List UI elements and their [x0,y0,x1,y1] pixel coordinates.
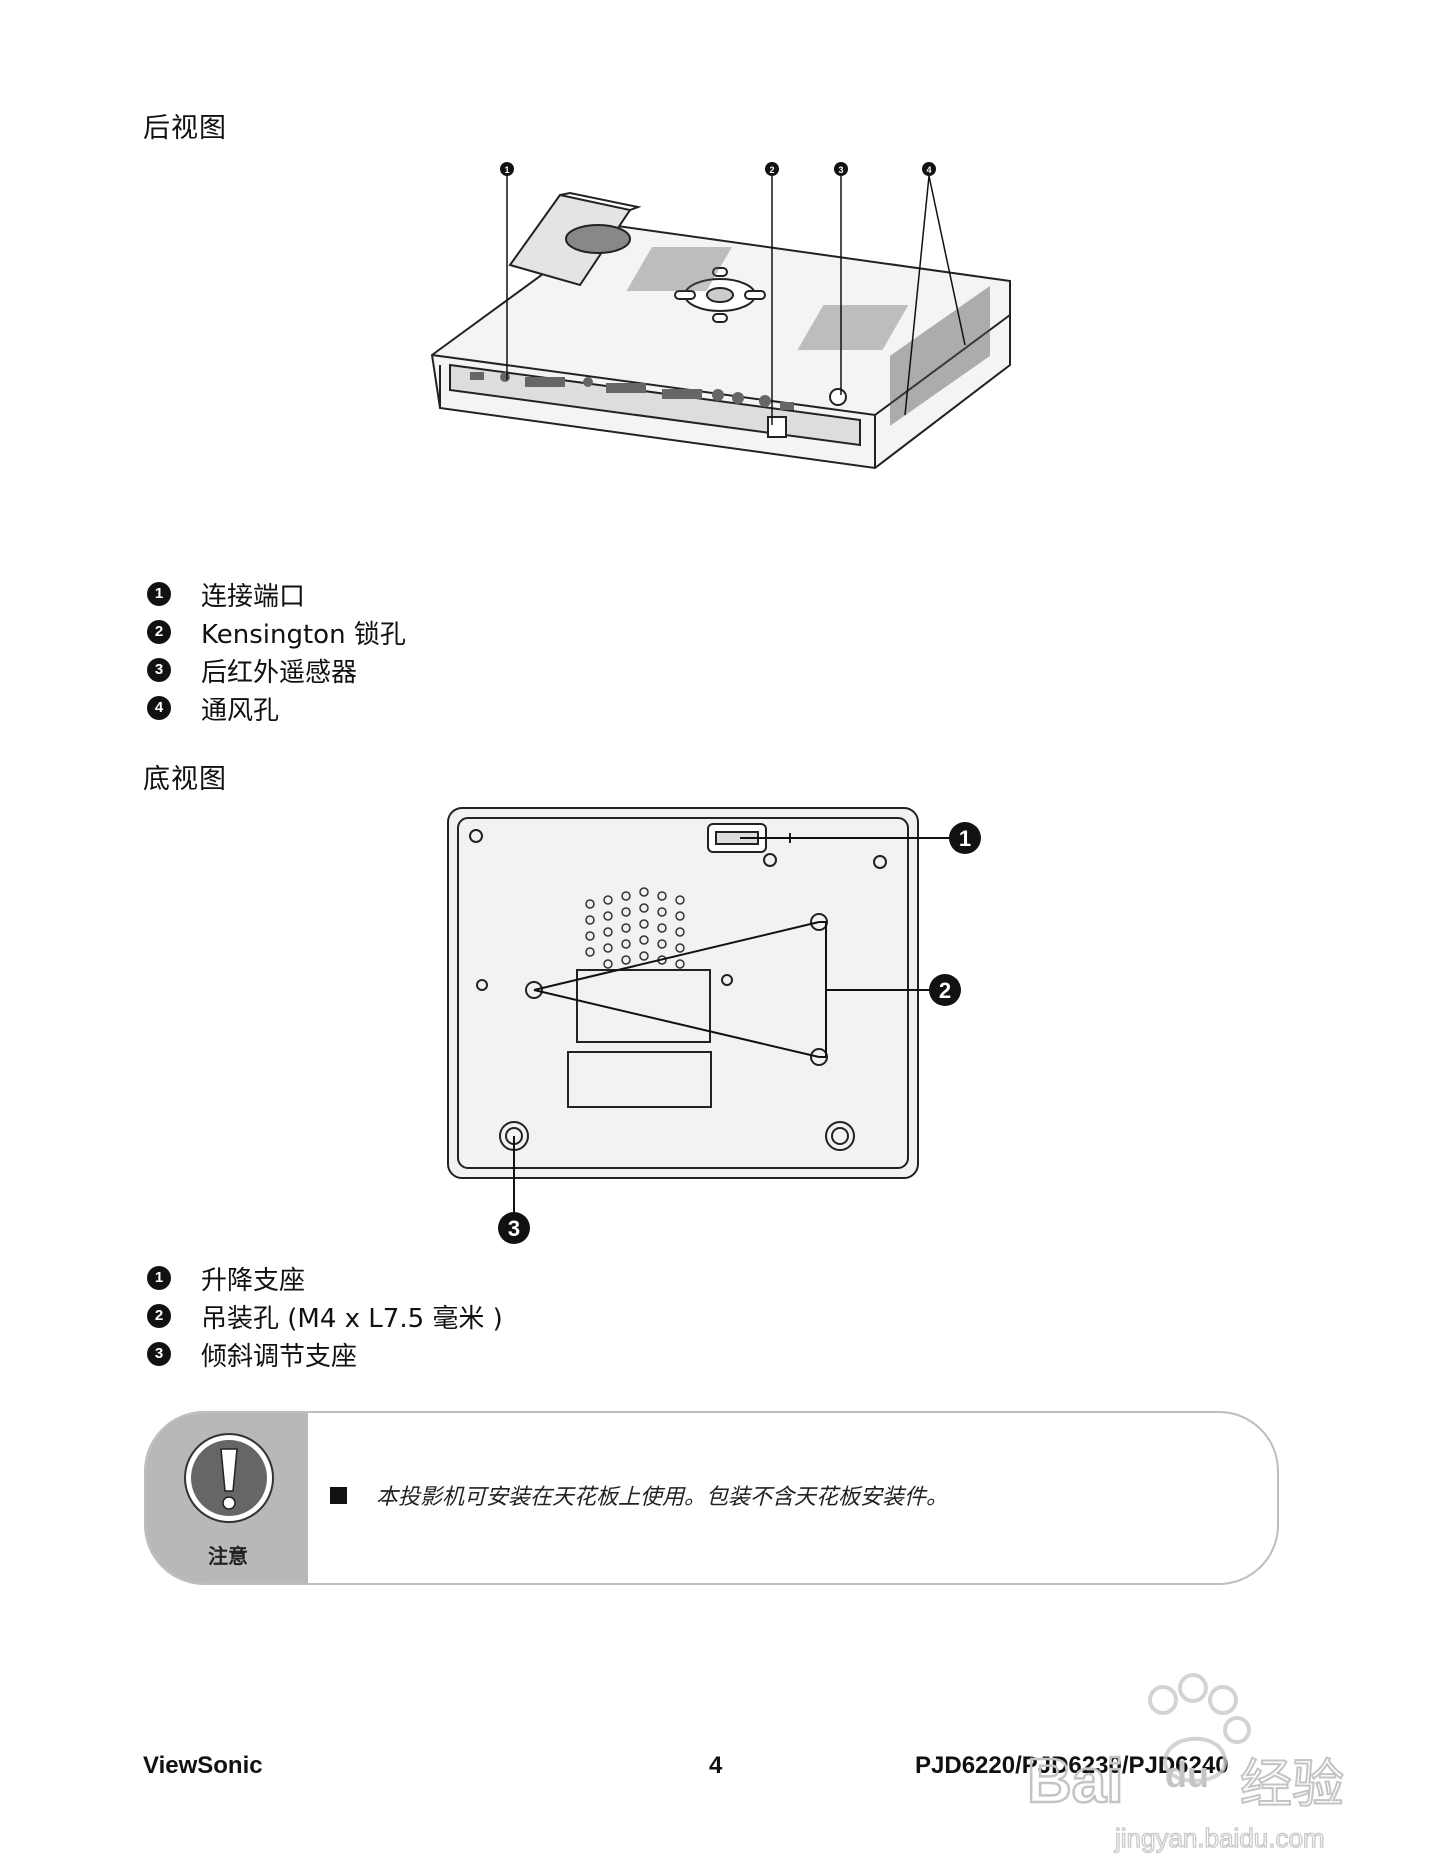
baidu-jingyan-watermark: Bai du 经验 jingyan.baidu.com [1026,1673,1345,1854]
legend-item: 4 通风孔 [147,689,406,727]
bottom-callout-1: 1 [959,826,971,851]
note-sidebar: 注意 [146,1413,308,1583]
rear-view-heading: 后视图 [143,113,227,144]
bottom-callout-3: 3 [508,1216,520,1241]
legend-label: 连接端口 [201,581,306,612]
legend-number: 1 [147,582,171,606]
rear-callout-1: 1 [504,165,509,175]
legend-label: 通风孔 [201,695,280,726]
footer-page-number: 4 [709,1752,723,1779]
exclamation-icon [184,1433,274,1523]
legend-item: 2 Kensington 锁孔 [147,613,406,651]
callout-1-marker [500,162,514,176]
legend-label: 吊装孔 (M4 x L7.5 毫米 ) [201,1303,503,1334]
legend-item: 2 吊装孔 (M4 x L7.5 毫米 ) [147,1297,503,1335]
bottom-view-heading: 底视图 [143,764,227,795]
svg-text:Bai: Bai [1027,1747,1123,1816]
rear-callout-4: 4 [926,165,931,175]
legend-number: 2 [147,620,171,644]
bottom-view-legend: 1 升降支座 2 吊装孔 (M4 x L7.5 毫米 ) 3 倾斜调节支座 [147,1259,503,1373]
callout-4-marker [922,162,936,176]
legend-item: 3 后红外遥感器 [147,651,406,689]
note-box: 注意 本投影机可安装在天花板上使用。包装不含天花板安装件。 [144,1411,1279,1585]
legend-item: 3 倾斜调节支座 [147,1335,503,1373]
legend-label: 升降支座 [201,1265,306,1296]
rear-callout-3: 3 [838,165,843,175]
legend-number: 3 [147,658,171,682]
legend-label: 后红外遥感器 [201,657,358,688]
projector-rear-illustration: 1 2 3 4 [430,162,1011,470]
projector-bottom-illustration: 1 2 3 [447,807,981,1244]
legend-label: Kensington 锁孔 [201,619,406,650]
rear-view-legend: 1 连接端口 2 Kensington 锁孔 3 后红外遥感器 4 通风孔 [147,575,406,727]
svg-text:jingyan.baidu.com: jingyan.baidu.com [1114,1823,1325,1853]
legend-label: 倾斜调节支座 [201,1341,358,1372]
legend-item: 1 升降支座 [147,1259,503,1297]
note-bullet [330,1487,347,1504]
footer-brand: ViewSonic [143,1752,263,1779]
callout-3-marker [834,162,848,176]
legend-number: 3 [147,1342,171,1366]
note-label: 注意 [208,1544,248,1568]
rear-callout-2: 2 [769,165,774,175]
note-text: 本投影机可安装在天花板上使用。包装不含天花板安装件。 [376,1485,949,1510]
legend-item: 1 连接端口 [147,575,406,613]
svg-text:经验: 经验 [1240,1755,1344,1815]
legend-number: 4 [147,696,171,720]
legend-number: 1 [147,1266,171,1290]
footer-models: PJD6220/PJD6230/PJD6240 [915,1752,1229,1779]
svg-text:du: du [1165,1754,1209,1795]
legend-number: 2 [147,1304,171,1328]
bottom-callout-2: 2 [939,978,951,1003]
callout-2-marker [765,162,779,176]
